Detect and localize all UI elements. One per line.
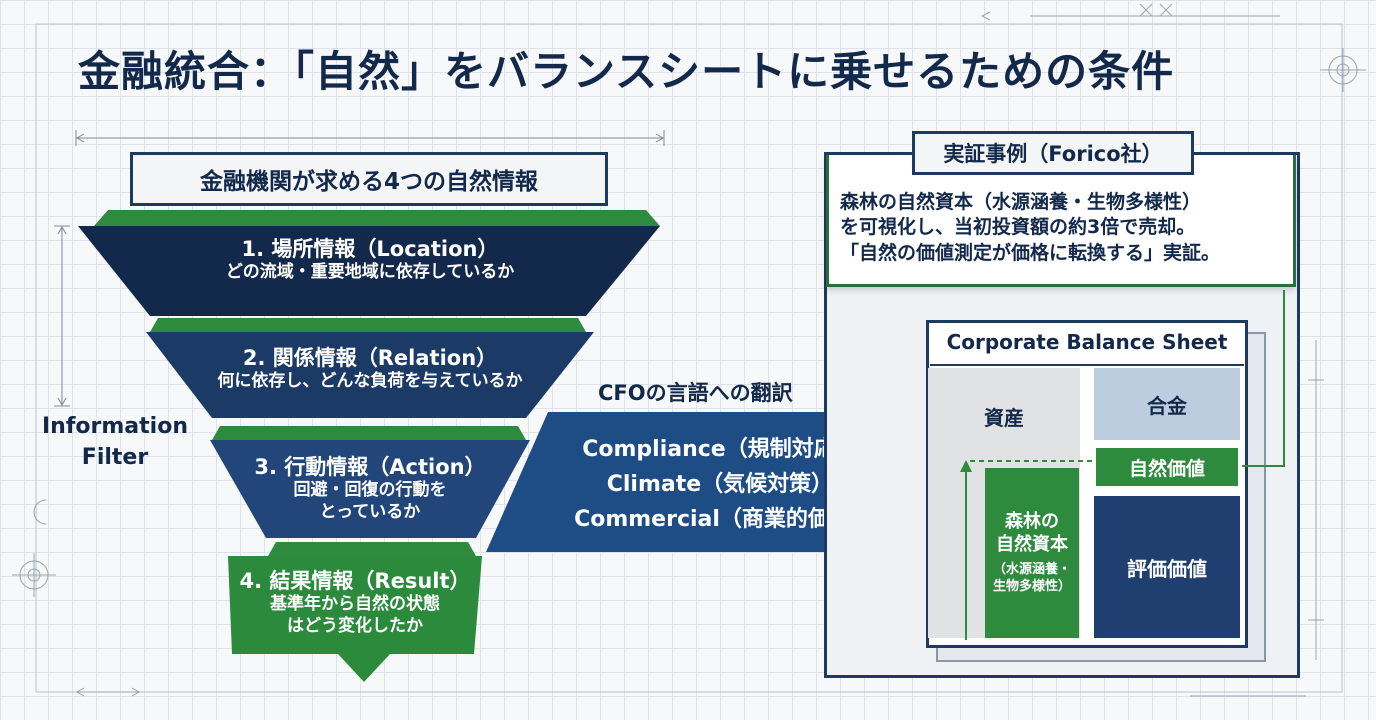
forest-natural-capital-cell: 森林の 自然資本 （水源涵養・ 生物多様性） [985,468,1079,638]
funnel-level-2: 2. 関係情報（Relation） 何に依存し、どんな負荷を与えているか [180,345,560,393]
funnel-rim-2 [150,318,586,332]
funnel-rim-4 [268,542,476,556]
information-filter-label: Information Filter [30,412,200,474]
level-2-desc: 何に依存し、どんな負荷を与えているか [217,371,523,392]
level-4-desc-line2: はどう変化したか [287,615,423,636]
funnel-level-2-shape [146,332,594,418]
balance-sheet-divider [930,364,1244,366]
forest-sub-line1: （水源涵養・ [992,561,1071,577]
level-2-heading: 2. 関係情報（Relation） [242,346,498,370]
natural-value-cell: 自然価値 [1094,446,1240,488]
level-3-desc-line2: とっているか [319,501,421,522]
funnel-rim-3 [212,426,526,440]
level-1-desc: どの流域・重要地域に依存しているか [225,262,515,283]
gokin-cell: 合金 [1094,368,1240,440]
page-title: 金融統合：「自然」をバランスシートに乗せるための条件 [78,47,1175,96]
funnel-level-4-shape [228,556,482,654]
level-3-desc-line1: 回避・回復の行動を [293,480,447,501]
filter-label-line2: Filter [81,444,149,470]
balance-sheet-title: Corporate Balance Sheet [946,330,1228,354]
case-study-text: 森林の自然資本（水源涵養・生物多様性） を可視化し、当初投資額の約3倍で売却。 … [840,190,1290,266]
arrow-title: CFOの言語への翻訳 [598,381,793,405]
funnel-level-1: 1. 場所情報（Location） どの流域・重要地域に依存しているか [150,236,590,284]
funnel-level-4: 4. 結果情報（Result） 基準年から自然の状態 はどう変化したか [228,568,482,637]
case-study-card [826,155,1296,287]
funnel-diagram [78,210,660,682]
level-1-heading: 1. 場所情報（Location） [241,237,499,261]
arrow-text: Compliance（規制対応）/ Climate（気候対策）/ Commerc… [528,432,920,538]
forest-line2: 自然資本 [996,534,1068,556]
funnel-header: 金融機関が求める4つの自然情報 [130,152,608,206]
funnel-level-3-shape [210,440,530,538]
level-3-heading: 3. 行動情報（Action） [254,455,486,479]
case-study-label: 実証事例（Forico社） [912,131,1194,175]
funnel-rim-1 [94,210,660,226]
appraised-value-cell: 評価価値 [1094,496,1240,638]
funnel-tip [338,654,390,682]
arrow-line-climate: Climate（気候対策）/ [606,472,842,498]
case-text-line1: 森林の自然資本（水源涵養・生物多様性） [840,191,1202,213]
case-text-line3: 「自然の価値測定が価格に転換する」実証。 [840,241,1221,264]
level-4-heading: 4. 結果情報（Result） [239,569,471,593]
filter-label-line1: Information [42,414,188,439]
arrow-line-commercial: Commercial（商業的価値） [574,507,874,533]
level-4-desc-line1: 基準年から自然の状態 [270,594,440,615]
forest-line1: 森林の [1005,511,1059,533]
arrow-line-compliance: Compliance（規制対応）/ [582,437,866,462]
forest-sub-line2: 生物多様性） [992,579,1071,595]
forest-sub: （水源涵養・ 生物多様性） [993,561,1071,596]
case-text-line2: を可視化し、当初投資額の約3倍で売却。 [840,216,1196,239]
growth-arrow-head [960,460,972,472]
funnel-level-1-shape [78,226,660,316]
translation-arrow [486,368,934,596]
case-to-natural-value-connector [1242,290,1285,467]
funnel-level-3: 3. 行動情報（Action） 回避・回復の行動を とっているか [230,454,510,523]
